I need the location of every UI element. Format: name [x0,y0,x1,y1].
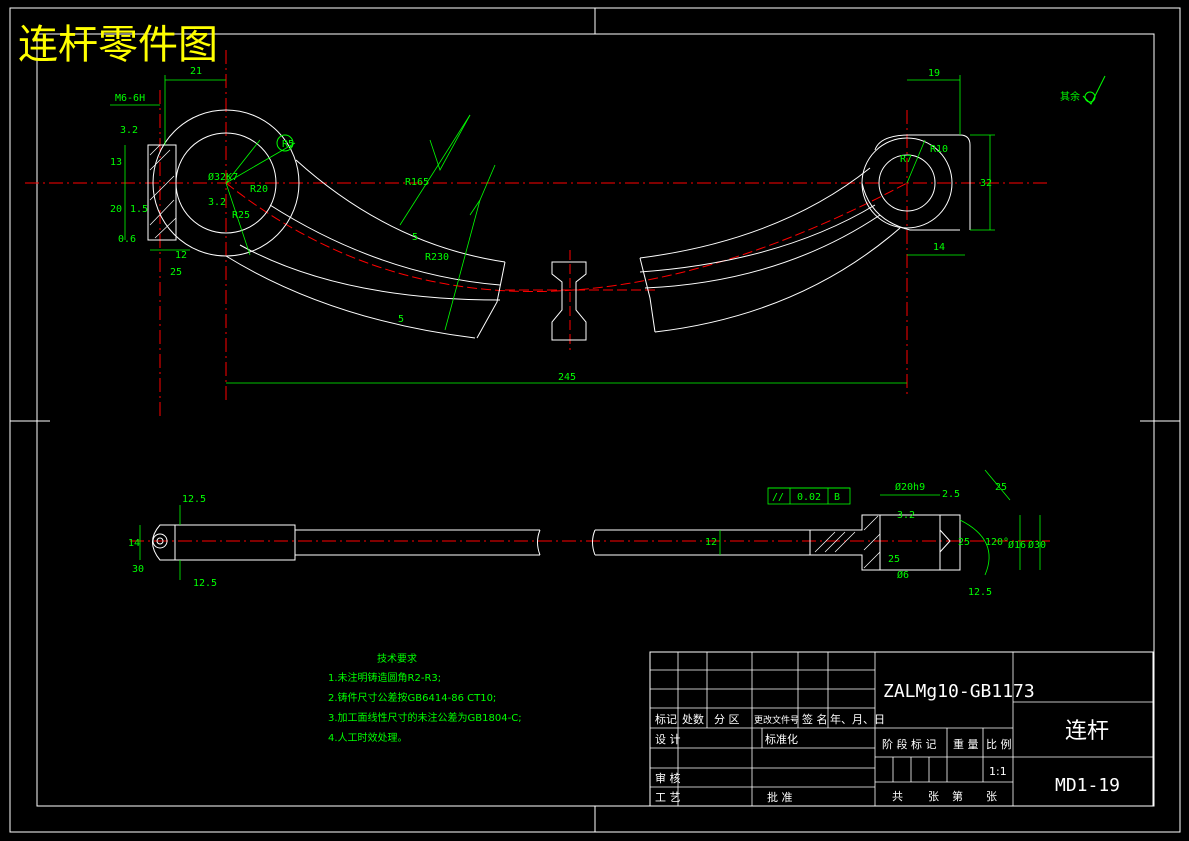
tb-header: 签 名 [802,712,828,726]
dim-phi32: Ø32K7 [208,171,238,183]
dim-5b: 5 [398,314,404,325]
tb-stage: 阶 段 标 记 [882,737,937,751]
dim-20h9: Ø20h9 [895,481,925,493]
dim-1-5: 1.5 [130,204,148,215]
dim-21: 21 [190,66,202,77]
side-view: 12.5 12.5 14 30 12 // 0.02 B Ø20h9 2.5 2… [128,469,1050,598]
dim-25c: 25 [995,482,1007,493]
dim-r10: R10 [930,144,948,155]
tb-page: 第 [952,789,963,803]
title-block [649,651,1154,807]
tb-sheet: 张 [986,790,997,803]
dim-19: 19 [928,68,940,79]
note-item: 1.未注明铸造圆角R2-R3; [328,671,441,684]
dim-phi30: Ø30 [1028,539,1046,551]
dim-12b: 12 [705,537,717,548]
drawing-title: 连杆零件图 [18,22,218,68]
tb-design: 设 计 [655,733,681,746]
technical-notes: 技术要求 1.未注明铸造圆角R2-R3; 2.铸件尺寸公差按GB6414-86 … [328,652,522,744]
dim-0-6: 0.6 [118,234,136,245]
note-item: 4.人工时效处理。 [328,731,408,744]
dim-r20: R20 [250,184,268,195]
dim-r230: R230 [425,252,449,263]
tb-header: 分 区 [714,713,740,726]
tb-header: 处数 [682,713,704,726]
dim-120: 120° [985,537,1009,548]
dim-25: 25 [170,267,182,278]
dim-3-2c: 3.2 [897,510,915,521]
roughness-note: 其余 [1060,90,1080,103]
tb-drawing-no: MD1-19 [1055,775,1120,796]
dim-12-5b: 12.5 [193,578,217,589]
tb-scale: 1:1 [989,765,1007,778]
tol-value: 0.02 [797,492,821,503]
dim-25e: 25 [958,537,970,548]
dim-3-2: 3.2 [120,125,138,136]
dim-2-5: 2.5 [942,489,960,500]
dim-12-5c: 12.5 [968,587,992,598]
dim-12-5a: 12.5 [182,494,206,505]
dim-20: 20 [110,204,122,215]
dim-32: 32 [980,178,992,189]
tol-ref: B [834,492,840,503]
dim-12: 12 [175,250,187,261]
outer-frame [9,7,1181,833]
tb-part-name: 连杆 [1065,719,1109,744]
top-view: 21 M6-6H 3.2 13 20 1.5 0.6 12 25 Ø32K7 R… [25,50,1050,420]
dim-phi16: Ø16 [1008,539,1026,551]
tb-header: 标记 [655,712,677,726]
tb-process: 工 艺 [655,791,681,804]
tb-standard: 标准化 [765,732,798,746]
dim-3-2b: 3.2 [208,197,226,208]
note-item: 3.加工面线性尺寸的未注公差为GB1804-C; [328,711,522,724]
dim-14: 14 [933,242,945,253]
dim-m6: M6-6H [115,93,145,104]
tb-review: 审 核 [655,771,681,785]
dim-13: 13 [110,157,122,168]
tb-total: 共 [892,790,903,803]
dim-r5: R5 [282,139,294,150]
tb-sheets: 张 [928,790,939,803]
tb-header: 年、月、日 [830,712,885,726]
tol-symbol: // [772,492,784,503]
tb-ratio: 比 例 [986,737,1012,751]
dim-r165: R165 [405,177,429,188]
tb-approve: 批 准 [767,790,793,804]
dim-14b: 14 [128,538,140,549]
tb-material: ZALMg10-GB1173 [883,681,1035,702]
dim-5a: 5 [412,232,418,243]
tb-weight: 重 量 [953,737,979,751]
dim-phi6: Ø6 [897,569,909,581]
notes-heading: 技术要求 [377,652,417,665]
dim-r25: R25 [232,210,250,221]
dim-r7: R7 [900,154,912,165]
dim-25d: 25 [888,554,900,565]
dim-30: 30 [132,564,144,575]
tb-header: 更改文件号 [754,714,799,726]
dim-245: 245 [558,372,576,383]
note-item: 2.铸件尺寸公差按GB6414-86 CT10; [328,691,496,704]
